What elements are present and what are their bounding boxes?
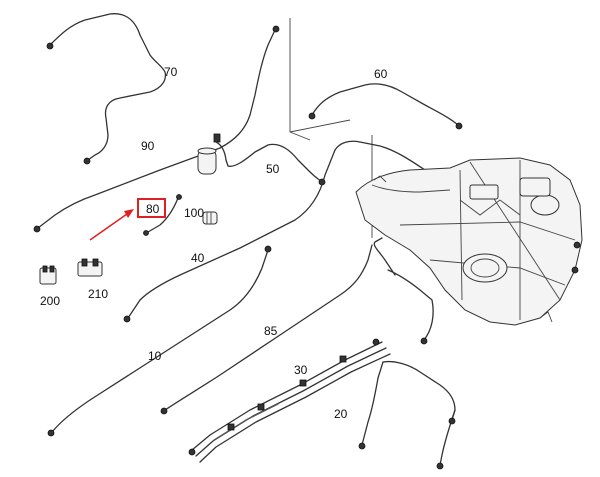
pipe-60[interactable] <box>308 83 463 130</box>
hose-80[interactable] <box>143 194 182 236</box>
pipe-90[interactable] <box>33 25 280 233</box>
pipe-20[interactable] <box>358 360 456 470</box>
highlight-arrow <box>89 209 134 241</box>
fuel-filter-50[interactable] <box>197 133 326 186</box>
callout-70: 70 <box>164 65 178 79</box>
callout-200: 200 <box>40 294 60 308</box>
clip-100[interactable] <box>202 211 218 225</box>
callout-10: 85 <box>264 324 278 338</box>
clip-210[interactable] <box>77 258 103 277</box>
highlight-box-80 <box>137 198 166 218</box>
callout-90: 90 <box>141 139 155 153</box>
pipe-40[interactable] <box>123 140 446 323</box>
callout-50: 50 <box>266 162 280 176</box>
pipe-70[interactable] <box>46 13 167 165</box>
line-bundle-30[interactable] <box>188 338 391 463</box>
callout-100: 100 <box>184 206 204 220</box>
callout-40: 40 <box>191 251 205 265</box>
callout-60: 60 <box>374 67 388 81</box>
callout-85: 10 <box>148 349 162 363</box>
fuel-tank-assembly[interactable] <box>355 157 583 326</box>
callout-80: 80 <box>146 202 160 216</box>
clip-200[interactable] <box>39 265 57 285</box>
pipe-10[interactable] <box>160 237 434 415</box>
pipe-85[interactable] <box>47 245 272 437</box>
callout-210: 210 <box>88 287 108 301</box>
callout-30: 30 <box>294 363 308 377</box>
callout-20: 20 <box>334 407 348 421</box>
